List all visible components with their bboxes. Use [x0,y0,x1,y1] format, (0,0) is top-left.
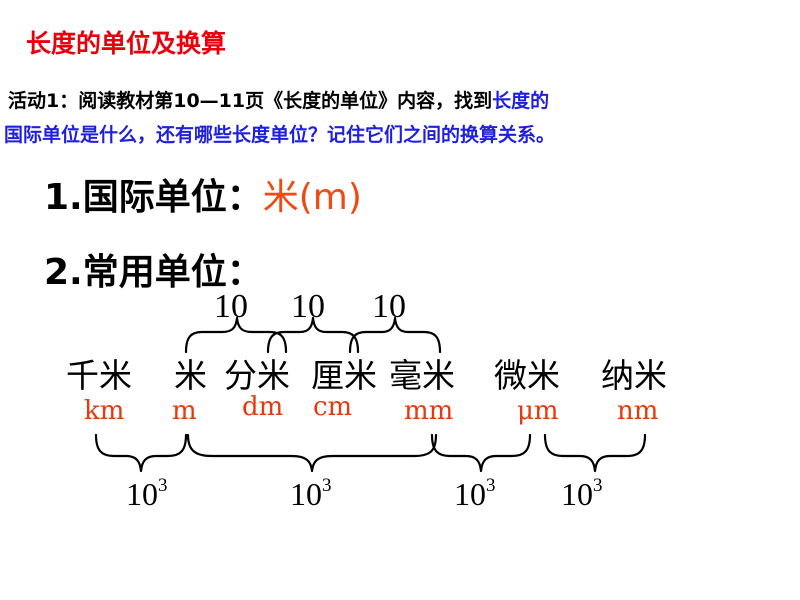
power-exponent: 3 [593,475,603,497]
brace-m-dm [184,316,288,354]
power-label-km-m: 103 [126,475,168,513]
brace-cm-mm [348,316,442,354]
activity-prefix: 活动1：阅读教材第10—11页《长度的单位》内容，找到 [8,90,493,112]
unit-symbol-mm: mm [404,396,454,426]
si-unit-value: 米(m) [262,177,362,218]
brace-mm-um [430,433,532,473]
factor-10-dm-cm: 10 [291,288,325,325]
unit-symbol-nm: nm [617,396,659,426]
power-label-m-mm: 103 [290,475,332,513]
si-unit-label: 1.国际单位： [44,177,263,218]
brace-m-mm [186,433,438,473]
power-base: 10 [454,476,486,512]
unit-cn-centimeter: 厘米 [311,356,377,395]
unit-symbol-cm: cm [313,392,353,422]
power-label-mm-um: 103 [454,475,496,513]
power-base: 10 [290,476,322,512]
page-title: 长度的单位及换算 [26,29,227,58]
power-base: 10 [126,476,158,512]
power-exponent: 3 [158,475,168,497]
brace-dm-cm [266,316,360,354]
power-label-um-nm: 103 [561,475,603,513]
power-base: 10 [561,476,593,512]
factor-10-m-dm: 10 [214,288,248,325]
brace-um-nm [543,433,647,473]
activity-highlight: 长度的 [492,90,550,112]
unit-cn-millimeter: 毫米 [389,356,455,395]
si-unit-line: 1.国际单位：米(m) [44,168,362,220]
power-exponent: 3 [486,475,496,497]
common-units-label: 2.常用单位： [44,252,263,293]
unit-symbol-um: μm [517,396,559,426]
unit-cn-micrometer: 微米 [494,356,560,395]
unit-cn-meter: 米 [174,356,207,395]
unit-symbol-km: km [84,396,125,426]
unit-symbol-dm: dm [242,392,284,422]
power-exponent: 3 [322,475,332,497]
brace-km-m [94,433,188,473]
unit-cn-kilometer: 千米 [66,356,132,395]
unit-cn-nanometer: 纳米 [601,356,667,395]
activity-text-line2: 国际单位是什么，还有哪些长度单位？记住它们之间的换算关系。 [4,124,556,146]
factor-10-cm-mm: 10 [372,288,406,325]
activity-text-line1: 活动1：阅读教材第10—11页《长度的单位》内容，找到长度的 [8,86,549,113]
unit-symbol-m: m [172,396,197,426]
unit-cn-decimeter: 分米 [224,356,290,395]
